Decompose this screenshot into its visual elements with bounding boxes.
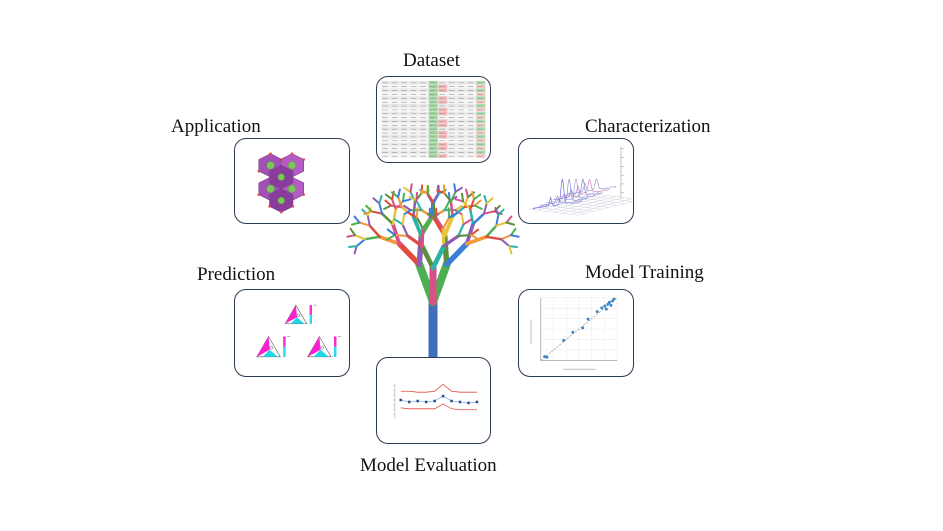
model-evaluation-label: Model Evaluation: [360, 456, 497, 475]
crystal-structure-image: [235, 139, 349, 223]
evaluation-plot-image: [377, 358, 490, 443]
ternary-diagrams-image: [235, 290, 349, 376]
characterization-panel: [518, 138, 634, 224]
model-training-panel: [518, 289, 634, 377]
parity-plot-image: [519, 290, 633, 376]
spectra-3d-image: [519, 139, 633, 223]
dataset-table-image: [377, 77, 490, 162]
model-training-label: Model Training: [585, 263, 704, 282]
dataset-label: Dataset: [403, 51, 460, 70]
dataset-panel: [376, 76, 491, 163]
application-label: Application: [171, 117, 261, 136]
characterization-label: Characterization: [585, 117, 711, 136]
model-evaluation-panel: [376, 357, 491, 444]
prediction-label: Prediction: [197, 265, 275, 284]
application-panel: [234, 138, 350, 224]
prediction-panel: [234, 289, 350, 377]
